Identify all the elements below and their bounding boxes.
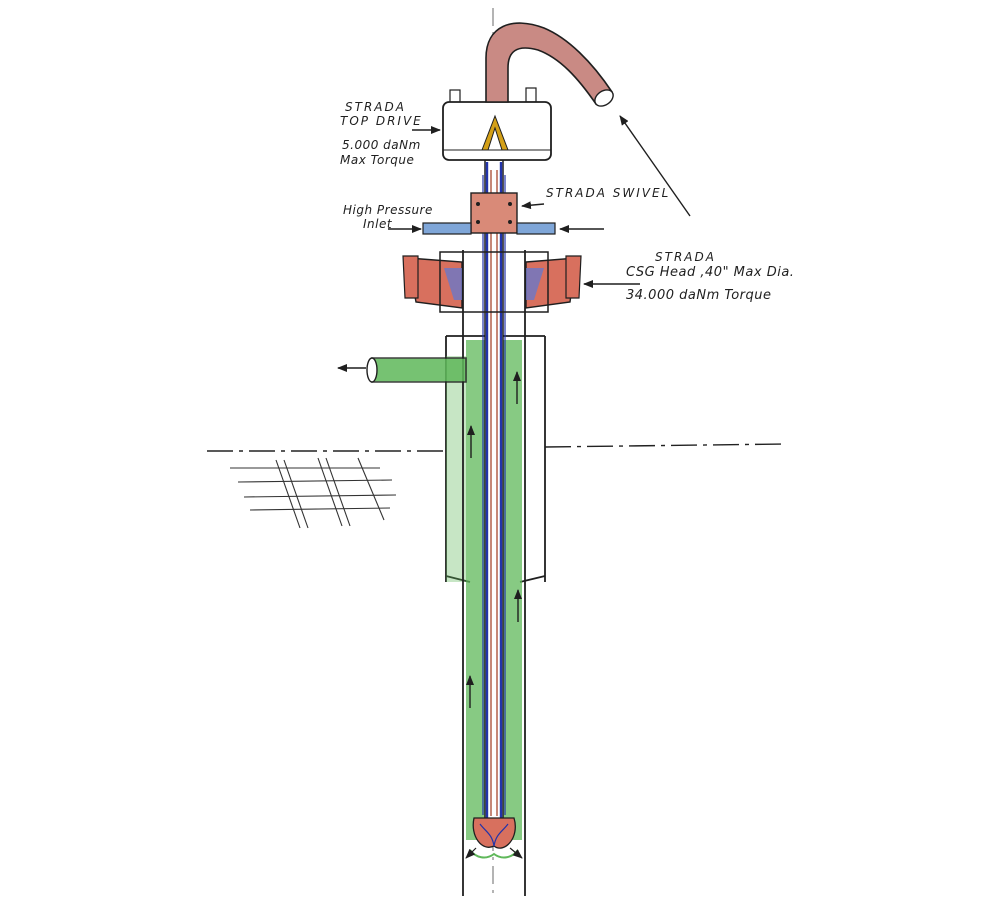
top-drive-torque-label: Max Torque [340,153,415,167]
top-drive-chevron-icon [481,114,509,151]
csg-head-label-line2: CSG Head ,40" Max Dia. [626,265,795,280]
csg-head-label-line1: STRADA [655,250,716,264]
ground-line [207,443,786,452]
csg-head-label-line3: 34.000 daNm Torque [626,288,772,303]
top-drive-title-line2: TOP DRIVE [340,114,423,128]
inlet-label-line1: High Pressure [343,203,433,217]
gooseneck-pipe [485,22,614,107]
top-drive-torque-value: 5.000 daNm [342,138,421,152]
top-drive-unit [442,87,552,161]
swivel-label: STRADA SWIVEL [546,186,671,200]
swivel [470,192,518,234]
drill-string [482,159,506,821]
inlet-label-line2: Inlet [363,217,393,231]
annulus-flow-arrows [466,371,522,708]
high-pressure-inlet-pipe [422,222,556,235]
leader-arrows [388,115,691,288]
soil-hatching [230,457,397,529]
top-drive-title-line1: STRADA [345,100,406,114]
drill-bit [465,817,523,859]
csg-head [402,251,582,313]
return-flow-annulus [446,340,522,840]
discharge-outlet-pipe [366,357,467,383]
